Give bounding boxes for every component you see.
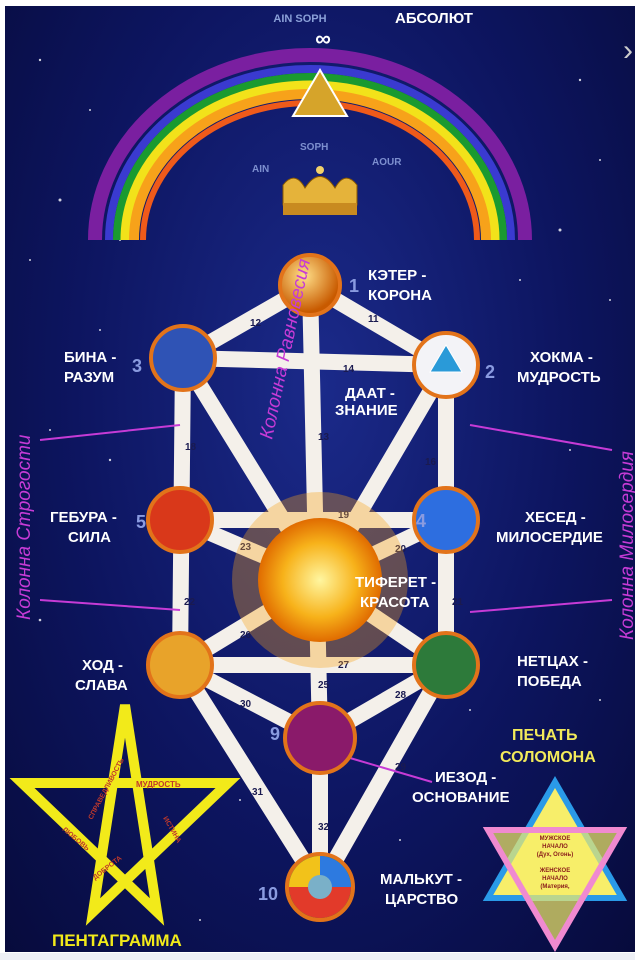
tree-of-life-poster: AIN SOPH АБСОЛЮТ ∞ AIN SOPH AOUR 12 11 1… (5, 6, 635, 952)
gebura-label: ГЕБУРА - (50, 509, 117, 526)
tiferet-label: КРАСОТА (360, 594, 430, 611)
pentagram-title: ПЕНТАГРАММА (52, 931, 182, 950)
sephira-number: 5 (136, 512, 146, 532)
sephira-labels: КЭТЕР - КОРОНА ХОКМА - МУДРОСТЬ БИНА - Р… (50, 267, 603, 908)
hokhma-label: МУДРОСТЬ (517, 369, 601, 386)
seal-title: ПЕЧАТЬ (512, 727, 577, 744)
hokhma-label: ХОКМА - (530, 349, 593, 366)
sephira-number: 2 (485, 362, 495, 382)
pentagram-word: МУДРОСТЬ (136, 780, 181, 789)
ain-soph-title: AIN SOPH (273, 13, 326, 25)
path-number: 31 (252, 787, 264, 798)
path-number: 13 (318, 432, 330, 443)
gebura-sphere (146, 486, 214, 554)
keter-label: КЭТЕР - (368, 267, 426, 284)
path-number: 21 (452, 597, 464, 608)
infinity-icon: ∞ (315, 26, 331, 51)
hod-sphere (146, 631, 214, 699)
netzach-label: ПОБЕДА (517, 673, 582, 690)
daat-label: ДААТ - (345, 385, 395, 402)
path-number: 32 (318, 822, 330, 833)
tree-of-life-diagram: AIN SOPH АБСОЛЮТ ∞ AIN SOPH AOUR 12 11 1… (9, 10, 635, 952)
sephira-numbers: 1 2 3 4 5 9 10 (132, 276, 495, 904)
pentagram-icon: МУДРОСТЬ СПРАВЕДЛИВОСТЬ ЛЮБОВЬ ДОБРОТА И… (9, 704, 241, 926)
yesod-label: ИЕЗОД - (435, 769, 496, 786)
hod-label: ХОД - (82, 657, 123, 674)
divine-triangle-icon (291, 68, 349, 117)
bottom-strip (0, 953, 635, 960)
seal-text: НАЧАЛО (542, 844, 568, 850)
path-number: 16 (425, 457, 437, 468)
path-number: 19 (338, 510, 350, 521)
netzach-sphere (412, 631, 480, 699)
hesed-label: ХЕСЕД - (525, 509, 586, 526)
seal-of-solomon-icon: МУЖСКОЕ НАЧАЛО (Дух, Огонь) ЖЕНСКОЕ НАЧА… (482, 776, 628, 952)
keter-label: КОРОНА (368, 287, 432, 304)
path-number: 22 (184, 597, 196, 608)
daat-label: ЗНАНИЕ (335, 402, 398, 419)
seal-title: СОЛОМОНА (500, 749, 596, 766)
hod-label: СЛАВА (75, 677, 128, 694)
next-image-button[interactable]: › (623, 34, 633, 67)
sephira-number: 10 (258, 884, 278, 904)
path-number: 11 (368, 314, 379, 325)
path-number: 14 (343, 364, 355, 375)
path-number: 12 (250, 318, 262, 329)
sephira-number: 4 (416, 511, 426, 531)
seal-text: НАЧАЛО (542, 876, 568, 882)
column-mercy-label: Колонна Милосердия (617, 451, 635, 640)
netzach-label: НЕТЦАХ - (517, 653, 588, 670)
bina-label: БИНА - (64, 349, 116, 366)
sephira-number: 9 (270, 724, 280, 744)
bina-label: РАЗУМ (64, 369, 114, 386)
eye-triangle-icon (429, 344, 463, 373)
yesod-sphere (283, 701, 357, 775)
path-number: 27 (338, 660, 350, 671)
gebura-label: СИЛА (68, 529, 111, 546)
hesed-sphere (412, 486, 480, 554)
bina-sphere (149, 324, 217, 392)
seal-text: (Дух, Огонь) (537, 852, 574, 858)
absolute-label: АБСОЛЮТ (395, 10, 473, 27)
tiferet-sun-icon (232, 492, 408, 668)
sephira-number: 1 (349, 276, 359, 296)
path-number: 29 (395, 762, 407, 773)
path-number: 25 (318, 680, 330, 691)
path-numbers: 12 11 14 13 16 18 19 20 21 22 23 25 26 2… (184, 314, 464, 833)
keter-sphere (278, 253, 342, 317)
sephira-number: 3 (132, 356, 142, 376)
arc-text: AOUR (372, 157, 402, 168)
arc-text: SOPH (300, 142, 328, 153)
column-pointers (39, 424, 613, 783)
path-number: 26 (240, 630, 252, 641)
malkut-label: ЦАРСТВО (385, 891, 459, 908)
tiferet-label: ТИФЕРЕТ - (355, 574, 436, 591)
malkut-label: МАЛЬКУТ - (380, 871, 462, 888)
path-number: 23 (240, 542, 252, 553)
path-number: 30 (240, 699, 252, 710)
path-number: 20 (395, 544, 407, 555)
crown-icon (282, 166, 358, 215)
path-number: 18 (185, 442, 197, 453)
seal-text: МУЖСКОЕ (540, 836, 571, 842)
seal-text: ЖЕНСКОЕ (539, 868, 570, 874)
hesed-label: МИЛОСЕРДИЕ (496, 529, 603, 546)
yesod-label: ОСНОВАНИЕ (412, 789, 510, 806)
stars (29, 58, 611, 921)
sephirot (146, 253, 480, 922)
path-number: 28 (395, 690, 407, 701)
arc-text: AIN (252, 164, 269, 175)
column-severity-label: Колонна Строгости (14, 434, 35, 620)
seal-text: (Материя, (540, 884, 570, 890)
